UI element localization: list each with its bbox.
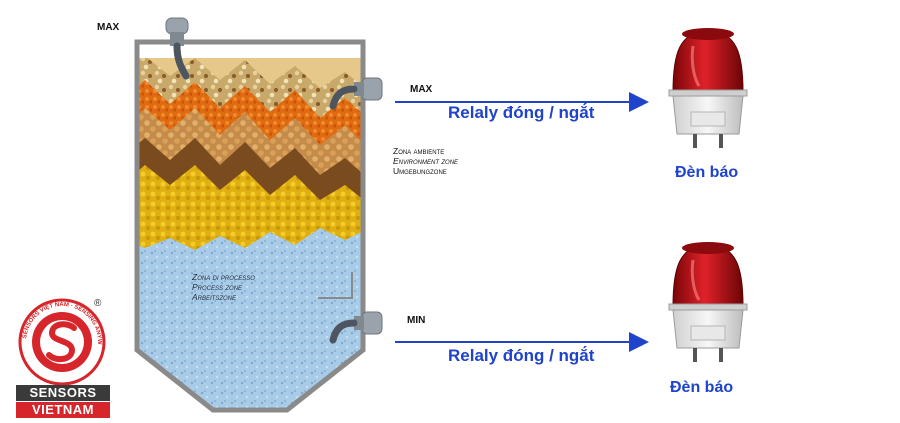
environment-zone-text: Zona ambiente Environment zone Umgebungz… xyxy=(393,146,458,176)
environment-zone-line-3: Umgebungzone xyxy=(393,166,447,176)
min-arrow-label: MIN xyxy=(407,315,426,326)
silo-contents xyxy=(137,42,363,410)
process-zone-line-2: Process zone xyxy=(192,282,243,292)
level-sensor-icon-min xyxy=(329,311,383,344)
max-arrow-label: MAX xyxy=(410,84,433,95)
environment-zone-line-1: Zona ambiente xyxy=(393,146,445,156)
silo-outline xyxy=(134,39,366,413)
process-zone-line-1: Zona di processo xyxy=(192,272,255,282)
beacon-lamp-icon-top xyxy=(668,28,748,148)
brand-sensors: SENSORS xyxy=(16,385,110,401)
max-top-label: MAX xyxy=(97,22,120,33)
beacon-lamp-icon-bottom xyxy=(668,242,748,362)
lamp-label-top: Đèn báo xyxy=(675,164,739,181)
process-zone-text: Zona di processo Process zone Arbeitszon… xyxy=(192,272,255,302)
level-sensor-icon-top xyxy=(165,17,190,80)
relay-label-bottom: Relaly đóng / ngắt xyxy=(448,346,595,365)
brand-vietnam: VIETNAM xyxy=(16,402,110,418)
lamp-label-bottom: Đèn báo xyxy=(670,379,734,396)
process-zone-line-3: Arbeitszone xyxy=(192,292,237,302)
guide-pipe xyxy=(318,272,353,299)
environment-zone-line-2: Environment zone xyxy=(393,156,459,166)
relay-label-top: Relaly đóng / ngắt xyxy=(448,103,595,122)
level-sensor-icon-max xyxy=(329,77,383,110)
sensors-vietnam-logo: SENSORS VIỆT NAM · SENSING ANYWHERE xyxy=(12,296,106,386)
registered-mark: ® xyxy=(94,298,102,309)
